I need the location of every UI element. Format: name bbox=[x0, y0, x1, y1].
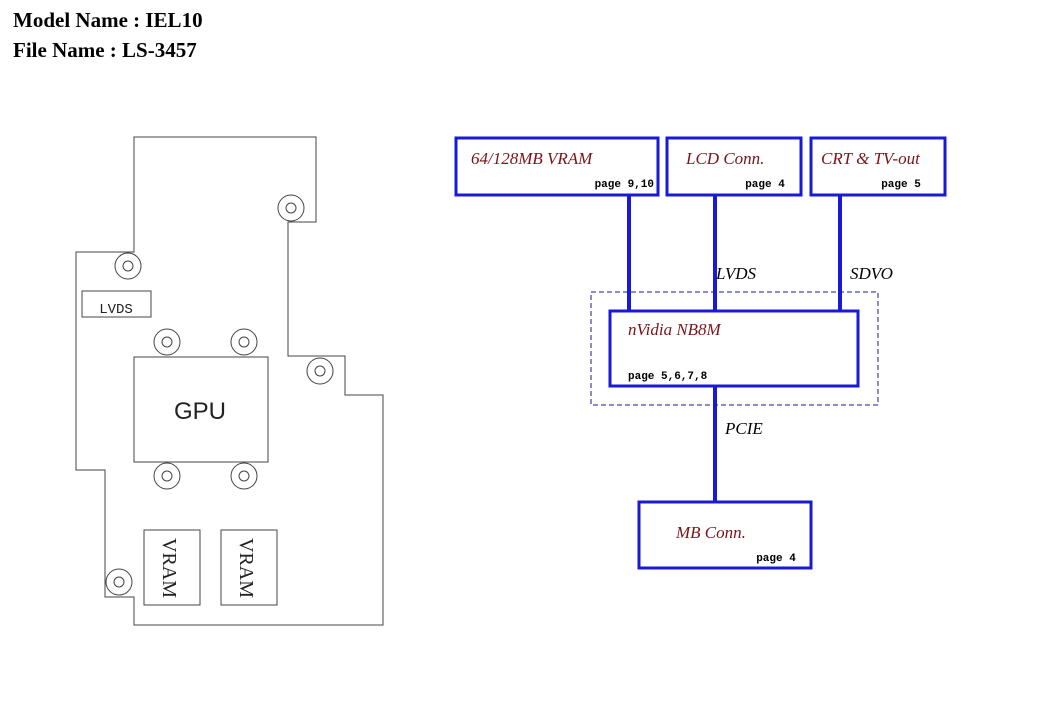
mb-conn-block bbox=[637, 500, 813, 570]
crt-tvout-block bbox=[809, 136, 947, 197]
file-name-heading: File Name : LS-3457 bbox=[13, 38, 197, 62]
lvds-bus-label: LVDS bbox=[715, 264, 756, 283]
crt-tvout-page: page 5 bbox=[881, 179, 921, 191]
mounting-hole bbox=[153, 462, 181, 490]
vram-block-page: page 9,10 bbox=[595, 179, 654, 191]
board-lvds-label: LVDS bbox=[99, 302, 133, 318]
mounting-hole bbox=[114, 252, 142, 280]
mounting-hole bbox=[153, 328, 181, 356]
board-lvds-connector bbox=[81, 290, 152, 318]
board-vram-label: VRAM bbox=[158, 538, 180, 598]
mounting-hole bbox=[306, 357, 334, 385]
board-gpu-chip bbox=[133, 356, 269, 463]
crt-tvout-title: CRT & TV-out bbox=[821, 149, 921, 168]
gpu-block-page: page 5,6,7,8 bbox=[628, 371, 708, 383]
mounting-hole bbox=[230, 328, 258, 356]
mb-conn-page: page 4 bbox=[756, 553, 796, 565]
board-vram-chip bbox=[143, 529, 201, 606]
board-outline bbox=[75, 136, 384, 626]
mounting-hole bbox=[277, 194, 305, 222]
board-vram-label: VRAM bbox=[235, 538, 257, 598]
board-gpu-label: GPU bbox=[174, 398, 226, 425]
mounting-hole bbox=[105, 568, 133, 596]
sdvo-bus-label: SDVO bbox=[850, 264, 893, 283]
gpu-block-title: nVidia NB8M bbox=[628, 320, 722, 339]
lcd-conn-page: page 4 bbox=[745, 179, 785, 191]
mb-conn-title: MB Conn. bbox=[675, 523, 746, 542]
model-name-heading: Model Name : IEL10 bbox=[13, 8, 203, 32]
lcd-conn-block bbox=[665, 136, 803, 197]
lcd-conn-title: LCD Conn. bbox=[685, 149, 764, 168]
vram-block-title: 64/128MB VRAM bbox=[471, 149, 593, 168]
pcie-bus-label: PCIE bbox=[724, 419, 763, 438]
vram-block bbox=[454, 136, 660, 197]
gpu-block bbox=[608, 309, 860, 388]
mounting-hole bbox=[230, 462, 258, 490]
board-vram-chip bbox=[220, 529, 278, 606]
